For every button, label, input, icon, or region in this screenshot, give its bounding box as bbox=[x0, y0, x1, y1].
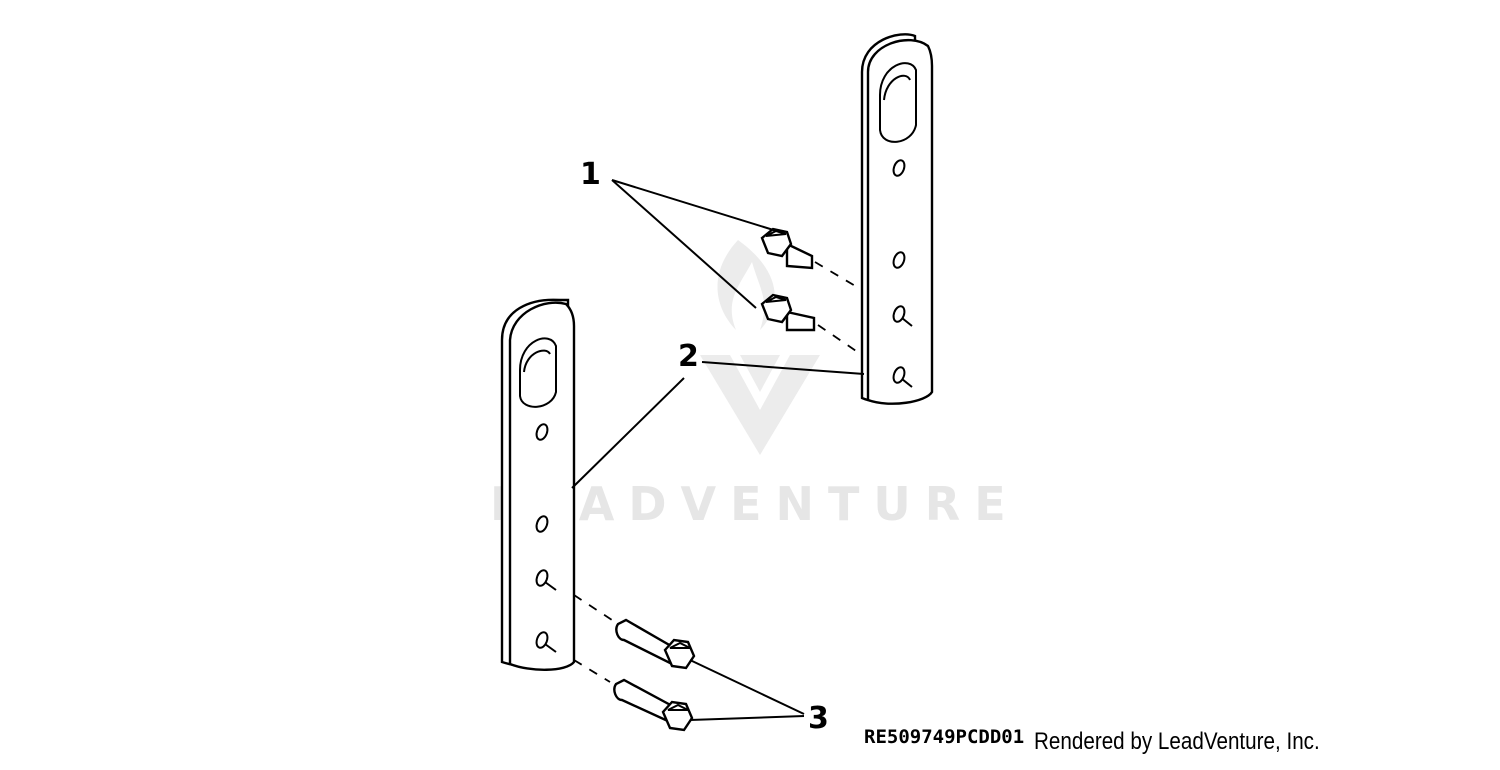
left-plate bbox=[500, 298, 576, 671]
callout-2: 2 bbox=[678, 339, 699, 374]
leader-lines bbox=[571, 179, 865, 721]
rendered-by-credit: Rendered by LeadVenture, Inc. bbox=[1034, 728, 1320, 755]
upper-bolt-2 bbox=[760, 293, 863, 356]
watermark-text: LEADVENTURE bbox=[490, 477, 1020, 531]
leadventure-watermark-logo bbox=[700, 240, 820, 455]
callout-1: 1 bbox=[580, 157, 601, 192]
right-plate bbox=[860, 33, 934, 405]
lower-bolt-2 bbox=[573, 659, 694, 732]
lower-bolt-1 bbox=[573, 594, 696, 670]
upper-bolt-1 bbox=[760, 227, 863, 291]
callout-3: 3 bbox=[808, 701, 829, 736]
part-code: RE509749PCDD01 bbox=[864, 726, 1025, 748]
